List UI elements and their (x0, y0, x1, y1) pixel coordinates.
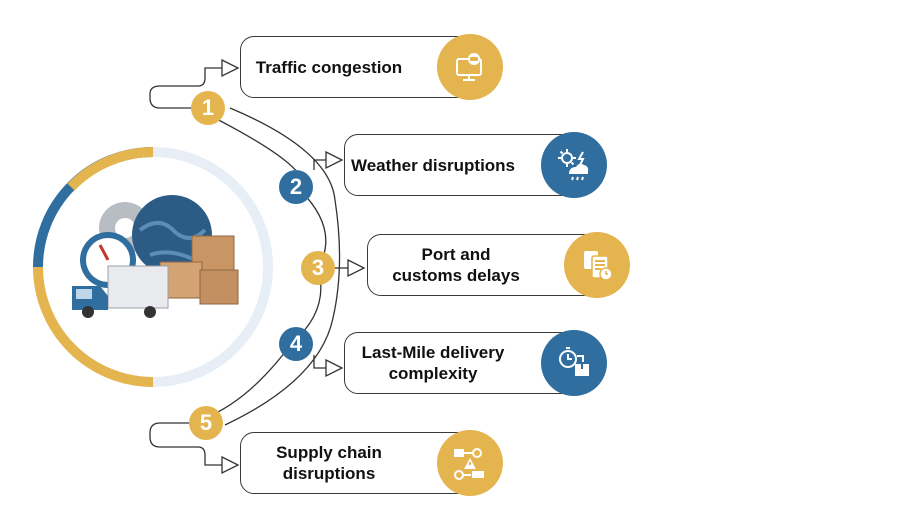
customs-documents-clock-icon (564, 232, 630, 298)
step-card-last-mile-delivery: Last-Mile delivery complexity (344, 330, 607, 396)
step-card-traffic-congestion: Traffic congestion (240, 34, 503, 100)
step-label-2: Weather disruptions (350, 155, 516, 175)
step-number-5: 5 (189, 406, 223, 440)
stopwatch-package-icon (541, 330, 607, 396)
step-label-3: Port and customs delays (392, 245, 520, 285)
step-label-1: Traffic congestion (255, 57, 403, 77)
step-label-4: Last-Mile delivery complexity (361, 343, 505, 383)
weather-sun-storm-icon (541, 132, 607, 198)
outer-curve (224, 107, 341, 426)
monitor-traffic-icon (437, 34, 503, 100)
step-card-supply-chain-disruptions: Supply chain disruptions (240, 430, 503, 496)
hero-ring-arc-gold-bottom (33, 266, 154, 387)
step-number-2: 2 (279, 170, 313, 204)
step-card-port-customs-delays: Port and customs delays (367, 232, 630, 298)
step-number-3: 3 (301, 251, 335, 285)
step-number-4: 4 (279, 327, 313, 361)
step-label-5: Supply chain disruptions (276, 443, 382, 483)
hero-ring-arc-gold-top (67, 147, 154, 191)
step-number-1: 1 (191, 91, 225, 125)
supply-chain-warning-icon (437, 430, 503, 496)
step-card-weather-disruptions: Weather disruptions (344, 132, 607, 198)
logistics-truck-globe-boxes-icon (72, 195, 239, 318)
